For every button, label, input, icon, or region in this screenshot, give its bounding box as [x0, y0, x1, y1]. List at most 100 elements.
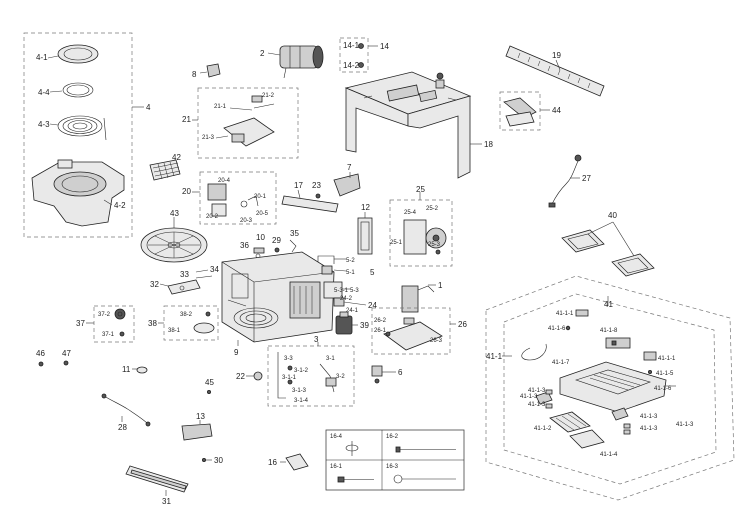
part-28-wire [101, 393, 151, 427]
assembly-37 [93, 305, 135, 343]
label-21-2: 21-2 [262, 93, 275, 99]
label-39: 39 [360, 321, 369, 330]
assembly-21 [197, 87, 299, 159]
label-16-2: 16-2 [386, 434, 399, 440]
label-5-3: 5-3 [350, 288, 359, 294]
part-2-fan-motor [279, 45, 324, 79]
label-41-1-2: 41-1-2 [534, 426, 552, 432]
part-7-bracket [333, 173, 361, 197]
label-5-3-1: 5-3-1 [334, 288, 349, 294]
label-34: 34 [210, 265, 219, 274]
label-24-1: 24-1 [346, 308, 359, 314]
label-32: 32 [150, 280, 159, 289]
label-35: 35 [290, 229, 299, 238]
part-18-outer-case [344, 71, 472, 179]
assembly-5 [317, 255, 343, 299]
part-40-filters [561, 229, 655, 277]
part-6 [371, 365, 383, 384]
label-28: 28 [118, 423, 127, 432]
label-7: 7 [347, 163, 352, 172]
label-16: 16 [268, 458, 277, 467]
label-13: 13 [196, 412, 205, 421]
label-25-2: 25-2 [426, 206, 439, 212]
label-10: 10 [256, 233, 265, 242]
label-3-2: 3-2 [336, 374, 345, 380]
label-3: 3 [314, 335, 319, 344]
label-4: 4 [146, 103, 151, 112]
label-20-4: 20-4 [218, 178, 231, 184]
label-41-1-1-right: 41-1-1 [658, 356, 676, 362]
label-41-1: 41-1 [486, 352, 503, 361]
label-4-1: 4-1 [36, 53, 48, 62]
label-19: 19 [552, 51, 561, 60]
label-16-1: 16-1 [330, 464, 343, 470]
label-37-2: 37-2 [98, 312, 111, 318]
label-41-1-3-d: 41-1-3 [640, 414, 658, 420]
label-20-5: 20-5 [256, 211, 269, 217]
label-23: 23 [312, 181, 321, 190]
assembly-25 [389, 199, 453, 267]
label-30: 30 [214, 456, 223, 465]
assembly-14 [339, 37, 369, 73]
label-43: 43 [170, 209, 179, 218]
label-5-1: 5-1 [346, 270, 355, 276]
label-1: 1 [438, 281, 443, 290]
label-26-1: 26-1 [374, 328, 387, 334]
label-4-4: 4-4 [38, 88, 50, 97]
label-38-2: 38-2 [180, 312, 193, 318]
label-14-2: 14-2 [343, 61, 360, 70]
label-2: 2 [260, 49, 265, 58]
label-20-1: 20-1 [254, 194, 267, 200]
label-29: 29 [272, 236, 281, 245]
part-42-filter [149, 159, 181, 181]
leader-lines-4 [47, 55, 144, 206]
label-41-1-4: 41-1-4 [600, 452, 618, 458]
label-36: 36 [240, 241, 249, 250]
part-19-vent-grille [505, 45, 605, 97]
label-3-3: 3-3 [284, 356, 293, 362]
part-17-latch-bar [281, 195, 339, 213]
label-38: 38 [148, 319, 157, 328]
assembly-38 [163, 305, 219, 341]
label-26-2: 26-2 [374, 318, 387, 324]
part-43-glass-tray [140, 227, 208, 263]
label-47: 47 [62, 349, 71, 358]
label-41-1-3-e: 41-1-3 [676, 422, 694, 428]
label-14: 14 [380, 42, 389, 51]
label-37: 37 [76, 319, 85, 328]
label-41: 41 [604, 300, 613, 309]
assembly-41-bottom-panel [485, 275, 735, 501]
part-30-screw [201, 457, 206, 462]
assembly-26 [371, 307, 451, 355]
label-41-1-6-right: 41-1-6 [654, 386, 672, 392]
label-9: 9 [234, 348, 239, 357]
part-31-handle-bar [125, 465, 189, 493]
label-41-1-8: 41-1-8 [600, 328, 618, 334]
label-5-2: 5-2 [346, 258, 355, 264]
assembly-4-turntable-base [23, 32, 133, 238]
assembly-20 [199, 171, 277, 225]
label-25-4: 25-4 [404, 210, 417, 216]
parts-46-47-11-45 [38, 360, 211, 394]
label-20-2: 20-2 [206, 214, 219, 220]
label-33: 33 [180, 270, 189, 279]
label-46: 46 [36, 349, 45, 358]
assembly-3 [267, 345, 355, 407]
label-24-2: 24-2 [340, 296, 353, 302]
assembly-44-handle [499, 91, 541, 131]
label-17: 17 [294, 181, 303, 190]
part-1-transformer [401, 285, 435, 313]
part-8-bracket [206, 63, 221, 78]
label-3-1-3: 3-1-3 [292, 388, 307, 394]
label-21-1: 21-1 [214, 104, 227, 110]
label-4-2: 4-2 [114, 201, 126, 210]
label-31: 31 [162, 497, 171, 506]
part-23-screw [315, 193, 321, 199]
label-4-3: 4-3 [38, 120, 50, 129]
label-25: 25 [416, 185, 425, 194]
label-24: 24 [368, 301, 377, 310]
part-27-sensor-wire [548, 154, 582, 208]
label-41-1-7: 41-1-7 [552, 360, 570, 366]
label-27: 27 [582, 174, 591, 183]
